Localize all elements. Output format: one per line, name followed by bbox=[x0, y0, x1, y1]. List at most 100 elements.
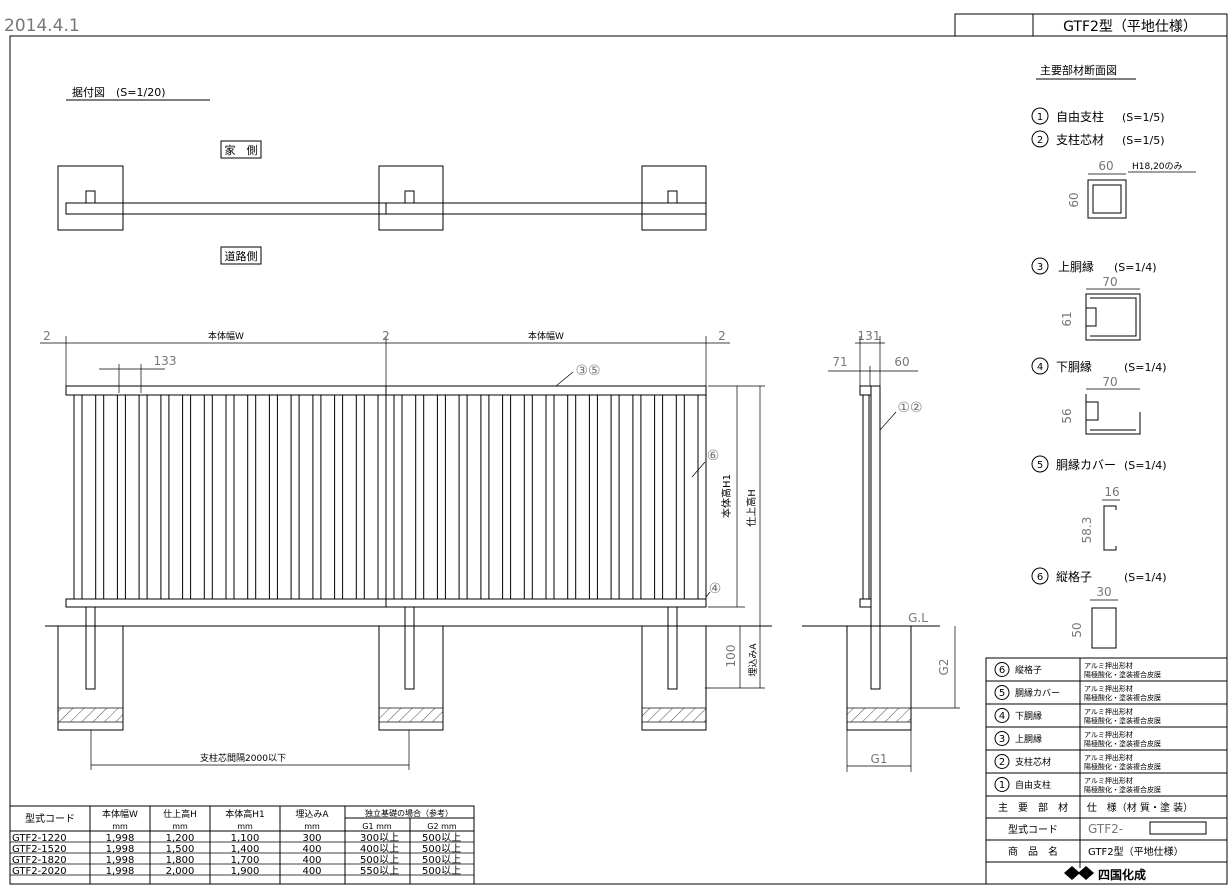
gl-label: G.L bbox=[908, 611, 928, 625]
slat bbox=[225, 394, 235, 600]
slat bbox=[480, 394, 490, 600]
dim-71: 71 bbox=[832, 355, 847, 369]
slat bbox=[610, 394, 620, 600]
slat bbox=[268, 394, 278, 600]
parts-row-finish: 陽極酸化・塗装複合皮膜 bbox=[1084, 762, 1161, 771]
section-details: 主要部材断面図 1 自由支柱 (S=1/5) 2 支柱芯材 (S=1/5) 60… bbox=[1031, 63, 1196, 649]
sections-title: 主要部材断面図 bbox=[1040, 63, 1117, 77]
parts-row-num-circle bbox=[994, 708, 1010, 723]
parts-row-material: アルミ押出形材 bbox=[1084, 661, 1133, 670]
parts-row-finish: 陽極酸化・塗装複合皮膜 bbox=[1084, 739, 1161, 748]
foundation-mid bbox=[378, 606, 444, 731]
svg-text:61: 61 bbox=[1060, 311, 1074, 326]
dim-131: 131 bbox=[858, 329, 881, 343]
spec-cell-w: 1,998 bbox=[106, 833, 135, 844]
spec-cell-g1: 500以上 bbox=[360, 854, 399, 866]
slat bbox=[523, 394, 533, 600]
svg-text:6: 6 bbox=[1037, 572, 1043, 583]
slat bbox=[182, 394, 192, 600]
spec-cell-w: 1,998 bbox=[106, 866, 135, 877]
slat bbox=[203, 394, 213, 600]
svg-text:4: 4 bbox=[1037, 362, 1043, 373]
spec-cell-g2: 500以上 bbox=[422, 832, 461, 844]
svg-text:56: 56 bbox=[1060, 408, 1074, 423]
parts-row-num-circle bbox=[994, 731, 1010, 746]
svg-text:50: 50 bbox=[1070, 622, 1084, 637]
code-value: GTF2- bbox=[1088, 822, 1123, 836]
spec-cell-h1: 1,900 bbox=[231, 866, 260, 877]
svg-text:mm: mm bbox=[112, 822, 128, 831]
svg-text:(S=1/4): (S=1/4) bbox=[1124, 459, 1167, 472]
slat bbox=[545, 394, 555, 600]
spec-cell-h: 1,200 bbox=[166, 833, 195, 844]
parts-header-name: 商 品 名 bbox=[1008, 845, 1058, 858]
spec-cell-h1: 1,700 bbox=[231, 855, 260, 866]
product-name: GTF2型（平地仕様） bbox=[1088, 845, 1184, 858]
svg-text:(S=1/5): (S=1/5) bbox=[1122, 134, 1165, 147]
spec-cell-g2: 500以上 bbox=[422, 843, 461, 855]
parts-row-material: アルミ押出形材 bbox=[1084, 753, 1133, 762]
parts-row-material: アルミ押出形材 bbox=[1084, 707, 1133, 716]
drawing-date: 2014.4.1 bbox=[4, 16, 80, 36]
svg-text:3: 3 bbox=[1037, 262, 1043, 273]
spec-cell-w: 1,998 bbox=[106, 855, 135, 866]
slat bbox=[697, 394, 707, 600]
section-5-name: 胴縁カバー bbox=[1056, 457, 1116, 472]
parts-row-name: 自由支柱 bbox=[1015, 779, 1051, 791]
body-height-label: 本体高H1 bbox=[720, 474, 733, 518]
slat bbox=[95, 394, 105, 600]
svg-text:60: 60 bbox=[1067, 192, 1081, 207]
parts-row-num: 6 bbox=[999, 665, 1005, 676]
spec-h-code: 型式コード bbox=[25, 812, 75, 825]
parts-row-num: 3 bbox=[999, 734, 1005, 745]
spec-cell-code: GTF2-1220 bbox=[12, 833, 67, 844]
spec-cell-h1: 1,400 bbox=[231, 844, 260, 855]
pitch-dim: 133 bbox=[154, 354, 177, 368]
spec-cell-g2: 500以上 bbox=[422, 854, 461, 866]
parts-row-finish: 陽極酸化・塗装複合皮膜 bbox=[1084, 693, 1161, 702]
section-6-name: 縦格子 bbox=[1056, 569, 1092, 584]
spec-h-h1: 本体高H1 bbox=[225, 808, 265, 820]
parts-row-num-circle bbox=[994, 685, 1010, 700]
svg-text:5: 5 bbox=[1037, 460, 1043, 471]
spec-h-w: 本体幅W bbox=[102, 808, 138, 820]
parts-row-num: 4 bbox=[999, 711, 1005, 722]
spec-cell-g1: 550以上 bbox=[360, 865, 399, 877]
width-label-1: 本体幅W bbox=[208, 330, 244, 342]
svg-text:(S=1/4): (S=1/4) bbox=[1114, 261, 1157, 274]
g2-label: G2 bbox=[937, 659, 951, 676]
slat bbox=[355, 394, 365, 600]
house-side-label: 家 側 bbox=[225, 143, 258, 157]
spec-cell-code: GTF2-1520 bbox=[12, 844, 67, 855]
slat bbox=[393, 394, 403, 600]
callout-1-2: ①② bbox=[897, 400, 922, 416]
parts-row-finish: 陽極酸化・塗装複合皮膜 bbox=[1084, 716, 1161, 725]
spec-cell-h: 2,000 bbox=[166, 866, 195, 877]
callout-3-5: ③⑤ bbox=[575, 363, 600, 379]
maker-logo: 四国化成 bbox=[1064, 866, 1146, 882]
spec-cell-a: 400 bbox=[302, 866, 321, 877]
spec-cell-a: 400 bbox=[302, 855, 321, 866]
svg-text:16: 16 bbox=[1104, 485, 1119, 499]
front-elevation: 2 2 2 本体幅W 本体幅W 133 ③⑤ ⑥ ④ 本体高H1 仕上高H bbox=[40, 329, 772, 770]
spec-h-a: 埋込みA bbox=[295, 809, 329, 820]
parts-row-num: 2 bbox=[999, 757, 1005, 768]
svg-text:1: 1 bbox=[1037, 112, 1043, 123]
parts-row-finish: 陽極酸化・塗装複合皮膜 bbox=[1084, 785, 1161, 794]
spec-cell-code: GTF2-2020 bbox=[12, 866, 67, 877]
slat bbox=[377, 394, 387, 600]
slat bbox=[73, 394, 83, 600]
svg-text:(S=1/4): (S=1/4) bbox=[1124, 571, 1167, 584]
foundation-left bbox=[57, 606, 124, 731]
slat bbox=[290, 394, 300, 600]
slat bbox=[312, 394, 322, 600]
parts-row-num-circle bbox=[994, 662, 1010, 677]
svg-text:2: 2 bbox=[1037, 135, 1043, 146]
spec-cell-a: 300 bbox=[302, 833, 321, 844]
post-spacing-label: 支柱芯間隔2000以下 bbox=[200, 752, 286, 764]
spec-cell-w: 1,998 bbox=[106, 844, 135, 855]
svg-text:G1 mm: G1 mm bbox=[362, 822, 392, 831]
slat bbox=[654, 394, 664, 600]
spec-table: 型式コード 本体幅W 仕上高H 本体高H1 埋込みA 独立基礎の場合（参考） m… bbox=[9, 805, 475, 885]
